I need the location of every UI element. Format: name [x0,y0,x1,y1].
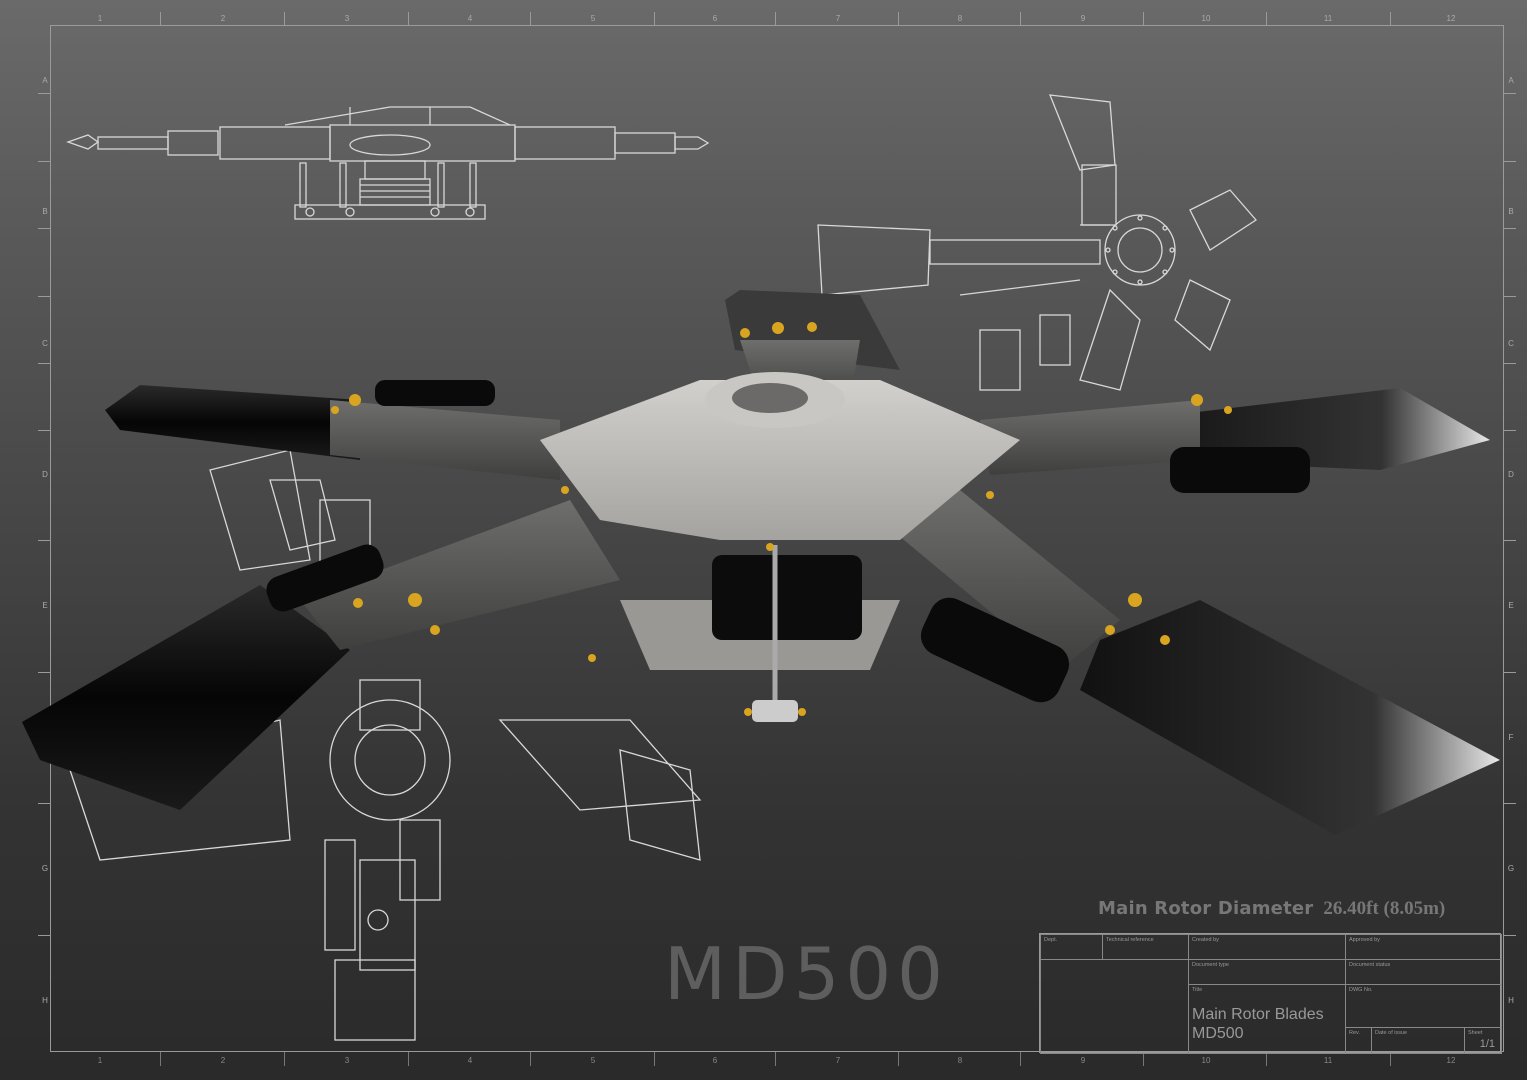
hub-center-bore [732,383,808,413]
zone-col-6: 6 [712,14,718,23]
document-type-label: Document type [1192,962,1229,968]
created-by-cell: Created by [1188,934,1346,960]
zone-col-1: 1 [97,14,103,23]
zone-row-g: G [41,864,49,873]
arm-lower-left [300,500,620,650]
blade-lower-right [1080,600,1500,835]
zone-col-11-bottom: 11 [1323,1056,1333,1065]
blade-lower-left [22,585,350,810]
arm-lower-right [880,490,1120,670]
approved-by-cell: Approved by [1345,934,1502,960]
title-cell: Title Main Rotor Blades MD500 [1188,984,1346,1054]
zone-row-h-right: H [1508,996,1514,1005]
dwg-no-cell: DWG No. [1345,984,1502,1028]
drawing-border [50,25,1504,1052]
zone-row-d-right: D [1508,470,1514,479]
zone-col-7-bottom: 7 [835,1056,841,1065]
zone-col-8-bottom: 8 [957,1056,963,1065]
zone-row-c-right: C [1508,339,1514,348]
blank-cell [1040,959,1189,1054]
front-view-wireframe [69,449,702,1041]
side-view-wireframe [66,106,710,220]
zone-row-c: C [42,339,48,348]
document-status-cell: Document status [1345,959,1502,985]
zone-row-b-right: B [1508,207,1514,216]
title-label: Title [1192,987,1203,993]
dwg-no-label: DWG No. [1349,987,1373,993]
technical-reference-cell: Technical reference [1102,934,1189,960]
zone-col-5-bottom: 5 [590,1056,596,1065]
technical-reference-label: Technical reference [1106,937,1154,943]
zone-col-1-bottom: 1 [97,1056,103,1065]
dept-label: Dept. [1044,937,1058,943]
zone-col-12: 12 [1446,14,1456,23]
zone-row-a: A [42,76,48,85]
zone-col-12-bottom: 12 [1446,1056,1456,1065]
zone-col-9-bottom: 9 [1080,1056,1086,1065]
arm-upper-right [980,400,1200,475]
sheet-value: 1/1 [1479,1038,1495,1050]
zone-col-4: 4 [467,14,473,23]
date-of-issue-cell: Date of issue [1371,1027,1465,1054]
approved-by-label: Approved by [1349,937,1380,943]
hub-body [540,380,1020,540]
rotor-diameter-label: Main Rotor Diameter [1098,898,1314,919]
zone-col-8: 8 [957,14,963,23]
zone-col-4-bottom: 4 [467,1056,473,1065]
zone-row-e-right: E [1508,601,1514,610]
zone-row-f-right: F [1508,733,1514,742]
zone-row-g-right: G [1507,864,1515,873]
zone-row-a-right: A [1508,76,1514,85]
dept-cell: Dept. [1040,934,1103,960]
zone-col-3-bottom: 3 [344,1056,350,1065]
zone-row-d: D [42,470,48,479]
zone-col-5: 5 [590,14,596,23]
rotor-diameter-value: 26.40ft (8.05m) [1323,898,1446,919]
drawing-title: Main Rotor Blades MD500 [1192,1005,1324,1043]
zone-col-6-bottom: 6 [712,1056,718,1065]
blade-upper-left [105,385,360,460]
rev-cell: Rev. [1345,1027,1372,1054]
document-type-cell: Document type [1188,959,1346,985]
arm-upper-left [330,400,560,480]
md500-logo: MD500 [664,932,949,1016]
zone-col-9: 9 [1080,14,1086,23]
zone-row-h: H [42,996,48,1005]
rev-label: Rev. [1349,1030,1360,1036]
date-of-issue-label: Date of issue [1375,1030,1408,1036]
created-by-label: Created by [1192,937,1219,943]
title-block: Dept. Technical reference Created by App… [1039,933,1502,1054]
zone-row-e: E [42,601,48,610]
zone-col-2-bottom: 2 [220,1056,226,1065]
zone-col-3: 3 [344,14,350,23]
zone-row-b: B [42,207,48,216]
sheet-cell: Sheet 1/1 [1464,1027,1502,1054]
sheet-label: Sheet [1468,1030,1483,1036]
zone-col-2: 2 [220,14,226,23]
drawing-title-line1: Main Rotor Blades [1192,1006,1324,1023]
document-status-label: Document status [1349,962,1391,968]
zone-col-11: 11 [1323,14,1333,23]
top-view-wireframe [817,94,1257,391]
zone-col-7: 7 [835,14,841,23]
drawing-title-line2: MD500 [1192,1025,1244,1042]
zone-col-10-bottom: 10 [1201,1056,1211,1065]
rotor-diameter-caption: Main Rotor Diameter 26.40ft (8.05m) [1098,898,1445,920]
zone-col-10: 10 [1201,14,1211,23]
